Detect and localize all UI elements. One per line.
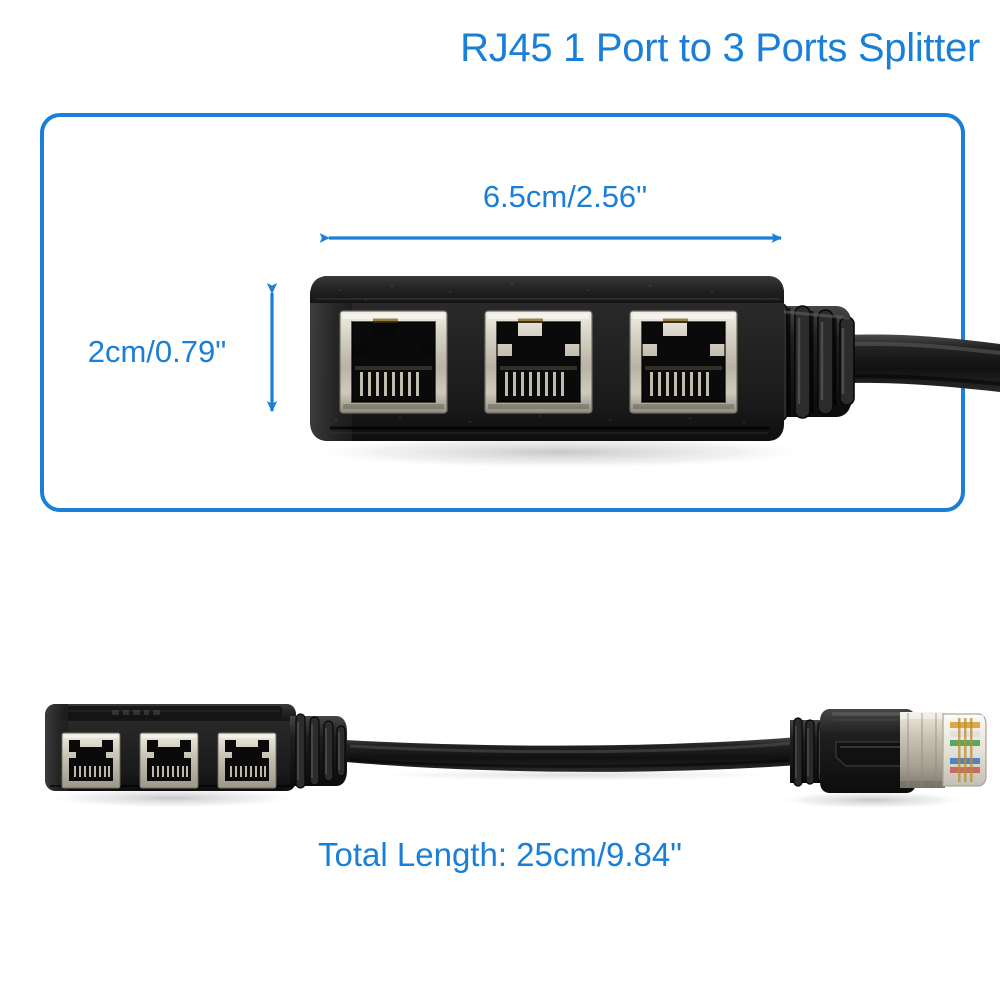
dimension-callout-frame xyxy=(40,113,965,512)
plug-tip xyxy=(942,713,987,787)
strain-relief-boot-bottom xyxy=(290,713,347,789)
rj45-splitter-full-cable xyxy=(44,704,987,809)
height-dimension-label: 2cm/0.79" xyxy=(87,334,227,369)
rj45-port-2 xyxy=(139,732,199,789)
splitter-housing-bottom xyxy=(45,704,296,791)
splitter-cable-bottom xyxy=(346,737,798,772)
rj45-male-plug xyxy=(790,709,987,793)
total-length-label: Total Length: 25cm/9.84" xyxy=(318,836,682,873)
plug-boot xyxy=(790,709,916,793)
plug-shield xyxy=(900,712,945,788)
page-title: RJ45 1 Port to 3 Ports Splitter xyxy=(460,26,980,70)
rj45-port-1 xyxy=(61,732,121,789)
rj45-port-3 xyxy=(217,732,277,789)
width-dimension-label: 6.5cm/2.56" xyxy=(482,179,648,214)
